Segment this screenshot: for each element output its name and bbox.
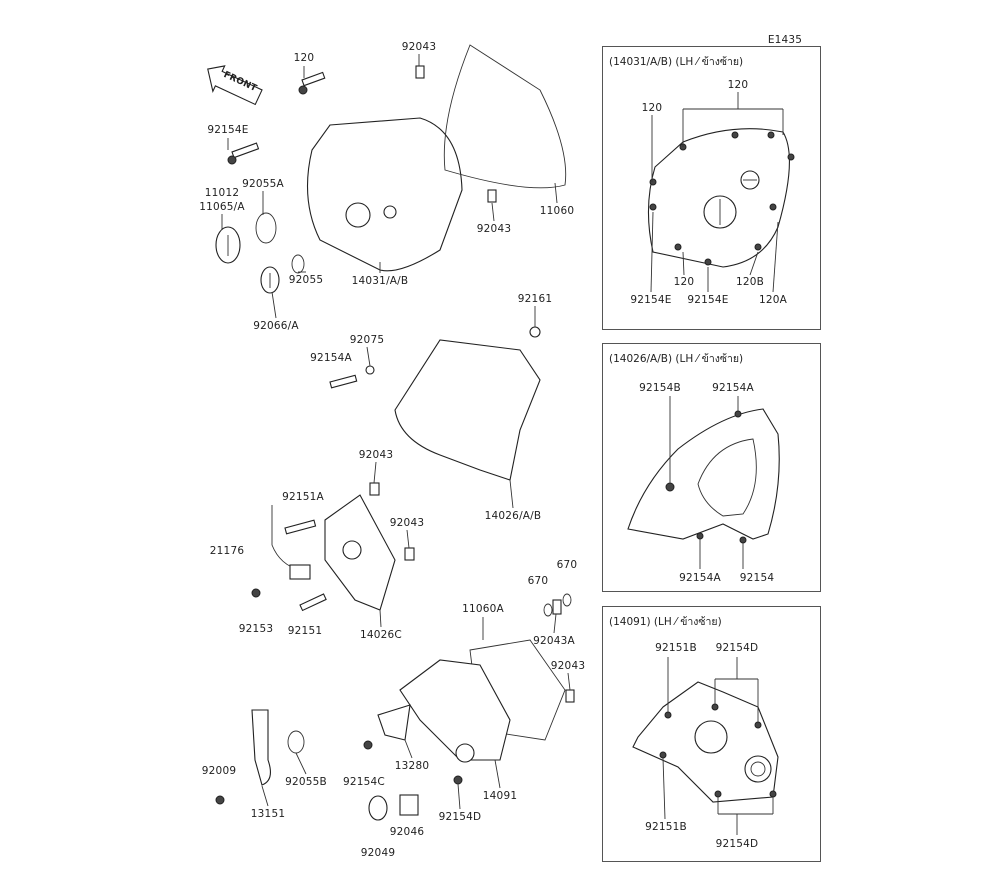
sensor-21176-body (289, 564, 311, 580)
part-label: 92043 (550, 660, 586, 672)
part-label: 92153 (238, 623, 274, 635)
part-label: 120A (758, 294, 788, 306)
bolt-92154e (227, 142, 260, 165)
o-ring-92055 (291, 254, 305, 274)
diagram-code: E1435 (767, 34, 803, 46)
part-label: 92154A (712, 382, 754, 394)
cover-14031 (306, 117, 463, 272)
dowel-92043 (487, 189, 497, 203)
part-label: 92154 (739, 572, 775, 584)
part-label: 92043 (358, 449, 394, 461)
bolt-92151 (299, 593, 327, 612)
cover-14091 (399, 659, 511, 761)
part-label: 92151B (645, 821, 687, 833)
part-label: 14026C (360, 629, 402, 641)
part-label: 92154C (343, 776, 385, 788)
bolt-92153 (251, 588, 261, 598)
part-label: 11060 (539, 205, 575, 217)
part-label: 92151 (287, 625, 323, 637)
nut-92161 (529, 326, 541, 338)
dowel-92043 (404, 547, 415, 561)
part-label: 92066/A (253, 320, 299, 332)
part-label: 92154A (310, 352, 352, 364)
part-label: 92075 (349, 334, 385, 346)
part-label: 120 (293, 52, 315, 64)
part-label: 92043 (389, 517, 425, 529)
cover-14026 (394, 339, 541, 481)
part-label: 14091 (482, 790, 518, 802)
inset-cover-14026: (14026/A/B) (LH ⁄ ข้างซ้าย) 92154B 92154… (602, 343, 821, 592)
bolt-92151a (284, 519, 317, 535)
dowel-92043 (369, 482, 380, 496)
part-label: 670 (527, 575, 549, 587)
part-label: 21176 (209, 545, 245, 557)
leader-lines (221, 54, 571, 810)
part-label: 92154E (687, 294, 729, 306)
seal-92049 (368, 795, 388, 821)
o-ring-92055b (287, 730, 305, 754)
bolt-120 (298, 71, 326, 95)
part-label: 92055A (242, 178, 284, 190)
part-label: 92009 (201, 765, 237, 777)
inset-cover-14091: (14091) (LH ⁄ ข้างซ้าย) 92151B 92154D 92… (602, 606, 821, 862)
part-label: 13280 (394, 760, 430, 772)
o-ring-92055a (255, 212, 277, 244)
part-label: 92154D (715, 838, 759, 850)
part-label: 670 (556, 559, 578, 571)
sensor-21176 (271, 505, 301, 571)
bolt-92154a (329, 374, 358, 389)
front-arrow-icon (207, 65, 263, 106)
part-label: 92046 (389, 826, 425, 838)
plug-11012 (215, 226, 241, 264)
part-label: 92154E (207, 124, 249, 136)
part-label: 120B (735, 276, 765, 288)
bolt-92009 (215, 795, 225, 805)
inset-cover-drawing (627, 396, 780, 569)
gasket-11060 (443, 44, 567, 189)
washer-92075 (365, 365, 375, 375)
inset-cover-drawing (647, 92, 795, 293)
part-label: 11065/A (199, 201, 245, 213)
part-label: 14031/A/B (351, 275, 409, 287)
part-label: 92043 (476, 223, 512, 235)
part-label: 120 (641, 102, 663, 114)
part-label: 92161 (517, 293, 553, 305)
inset-title: (14026/A/B) (LH ⁄ ข้างซ้าย) (609, 353, 744, 365)
plug-92066 (260, 266, 280, 294)
part-label: 92154D (715, 642, 759, 654)
part-label: 92043 (401, 41, 437, 53)
part-label: 120 (727, 79, 749, 91)
part-label: 11012 (204, 187, 240, 199)
part-label: 92154A (679, 572, 721, 584)
inset-title: (14091) (LH ⁄ ข้างซ้าย) (609, 616, 722, 628)
inset-cover-drawing (632, 657, 779, 835)
part-label: 92043A (533, 635, 575, 647)
part-label: 120 (673, 276, 695, 288)
dowel-92043 (415, 65, 425, 79)
bolt-92154c (363, 740, 373, 750)
bracket-13280 (377, 704, 411, 741)
sensor-13151 (251, 709, 271, 786)
part-label: 92154B (639, 382, 681, 394)
inset-cover-14031: (14031/A/B) (LH ⁄ ข้างซ้าย) 120 120 120 … (602, 46, 821, 330)
part-label: 92055 (288, 274, 324, 286)
part-label: 92055B (285, 776, 327, 788)
part-label: 92154E (630, 294, 672, 306)
part-label: 14026/A/B (484, 510, 542, 522)
part-label: 92151A (282, 491, 324, 503)
inset-title: (14031/A/B) (LH ⁄ ข้างซ้าย) (609, 56, 744, 68)
part-label: 92151B (655, 642, 697, 654)
part-label: 92049 (360, 847, 396, 859)
bolt-92154d (453, 775, 463, 785)
bearing-92046 (399, 794, 419, 816)
part-label: 92154D (438, 811, 482, 823)
dowel-92043 (565, 689, 575, 703)
part-label: 11060A (462, 603, 504, 615)
part-label: 13151 (250, 808, 286, 820)
